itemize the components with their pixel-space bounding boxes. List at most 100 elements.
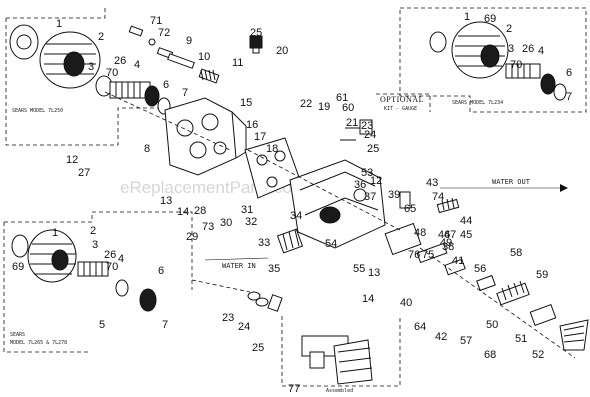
part-number-57: 57 [460,335,472,347]
part-number-1-2: 1 [464,11,470,23]
part-number-11: 11 [232,57,243,69]
part-number-68: 68 [484,349,496,361]
water-in-label: WATER IN [222,262,256,270]
part-number-3: 3 [88,61,94,73]
gasket-plate [9,24,39,60]
part-number-44: 44 [460,215,472,227]
part-number-3-3: 3 [92,239,98,251]
part-number-6-3: 6 [158,265,164,277]
assembled-unloader: Assembled [281,316,401,394]
group-sears-7l250: SEARS MODEL 7L250 [5,6,190,146]
part-number-25-3: 25 [252,342,264,354]
head-assembly-33 [289,159,386,249]
part-number-40: 40 [400,297,412,309]
part-number-58: 58 [510,247,522,259]
part-number-56: 56 [474,263,486,275]
part-number-26: 26 [114,55,126,67]
part-number-27: 27 [78,167,90,179]
part-number-59: 59 [536,269,548,281]
part-number-36: 36 [354,179,366,191]
part-number-28: 28 [194,205,206,217]
part-number-2: 2 [98,31,104,43]
optional-gauge-kit: OPTIONAL KIT - GAUGE [340,93,431,141]
caption-sears-7l250: SEARS MODEL 7L250 [12,108,63,114]
part-number-8: 8 [144,143,150,155]
pump-manifold-body [164,97,247,176]
part-number-7-2: 7 [566,91,572,103]
part-number-25: 25 [367,143,379,155]
lower-small-parts [247,291,283,312]
part-number-6-2: 6 [566,67,572,79]
caption-sears-lower-1: SEARS [10,332,25,338]
caption-sears-lower-2: MODEL 7L265 & 7L278 [10,340,67,346]
unloader-assembly [384,222,589,351]
part-number-52: 52 [532,349,544,361]
part-number-47: 47 [444,229,456,241]
part-number-4: 4 [134,59,140,71]
part-number-54: 54 [325,238,337,250]
part-number-65: 65 [404,203,416,215]
part-number-32: 32 [245,216,257,228]
caption-sears-7l234: SEARS MODEL 7L234 [452,100,503,106]
crankcase-housing-lower [27,229,77,283]
part-number-14-2: 14 [362,293,374,305]
part-number-39: 39 [388,189,400,201]
part-number-45: 45 [460,229,472,241]
part-number-29: 29 [186,231,198,243]
part-number-1: 1 [56,18,62,30]
part-number-34: 34 [290,210,302,222]
part-number-4-3: 4 [118,253,124,265]
part-number-9: 9 [186,35,192,47]
part-number-55: 55 [353,263,365,275]
part-number-51: 51 [515,333,527,345]
part-number-2-3: 2 [90,225,96,237]
part-number-7-3: 7 [162,319,168,331]
part-number-70-3: 70 [106,261,118,273]
part-number-53: 53 [361,167,373,179]
part-number-26-3: 26 [104,249,116,261]
part-number-14: 14 [177,206,189,218]
water-out-indicator: WATER OUT [440,178,568,192]
part-number-15: 15 [240,97,252,109]
part-20-plug [249,35,263,54]
part-number-72: 72 [158,27,170,39]
part-number-69-2: 69 [12,261,24,273]
part-number-18: 18 [266,143,278,155]
part-number-70-2: 70 [510,59,522,71]
part-number-71: 71 [150,15,162,27]
part-number-41: 41 [452,255,464,267]
part-number-12-2: 12 [370,175,382,187]
crankcase-housing [39,31,101,89]
part-number-43: 43 [426,177,438,189]
part-number-13: 13 [160,195,172,207]
part-number-77: 77 [288,383,300,395]
part-number-31: 31 [241,204,253,216]
part-number-38: 38 [442,241,454,253]
part-number-24-2: 24 [238,321,250,333]
assembled-label: Assembled [326,388,353,394]
part-number-26-2: 26 [522,43,534,55]
part-number-61: 61 [336,92,348,104]
part-number-19: 19 [318,101,330,113]
part-number-25-2: 25 [250,27,262,39]
part-number-1-3: 1 [52,227,58,239]
part-number-73: 73 [202,221,214,233]
part-number-35: 35 [268,263,280,275]
part-number-23: 23 [361,120,373,132]
part-number-5: 5 [99,319,105,331]
part-number-17: 17 [254,131,266,143]
part-number-60: 60 [342,102,354,114]
part-number-37: 37 [364,191,376,203]
part-number-69: 69 [484,13,496,25]
part-number-30: 30 [220,217,232,229]
part-number-2-2: 2 [506,23,512,35]
part-number-6: 6 [163,79,169,91]
part-number-48: 48 [414,227,426,239]
water-out-label: WATER OUT [492,178,531,186]
part-number-20: 20 [276,45,288,57]
part-number-76: 76 [408,249,420,261]
part-number-46: 46 [438,229,450,241]
optional-kit-label: KIT - GAUGE [384,106,417,112]
